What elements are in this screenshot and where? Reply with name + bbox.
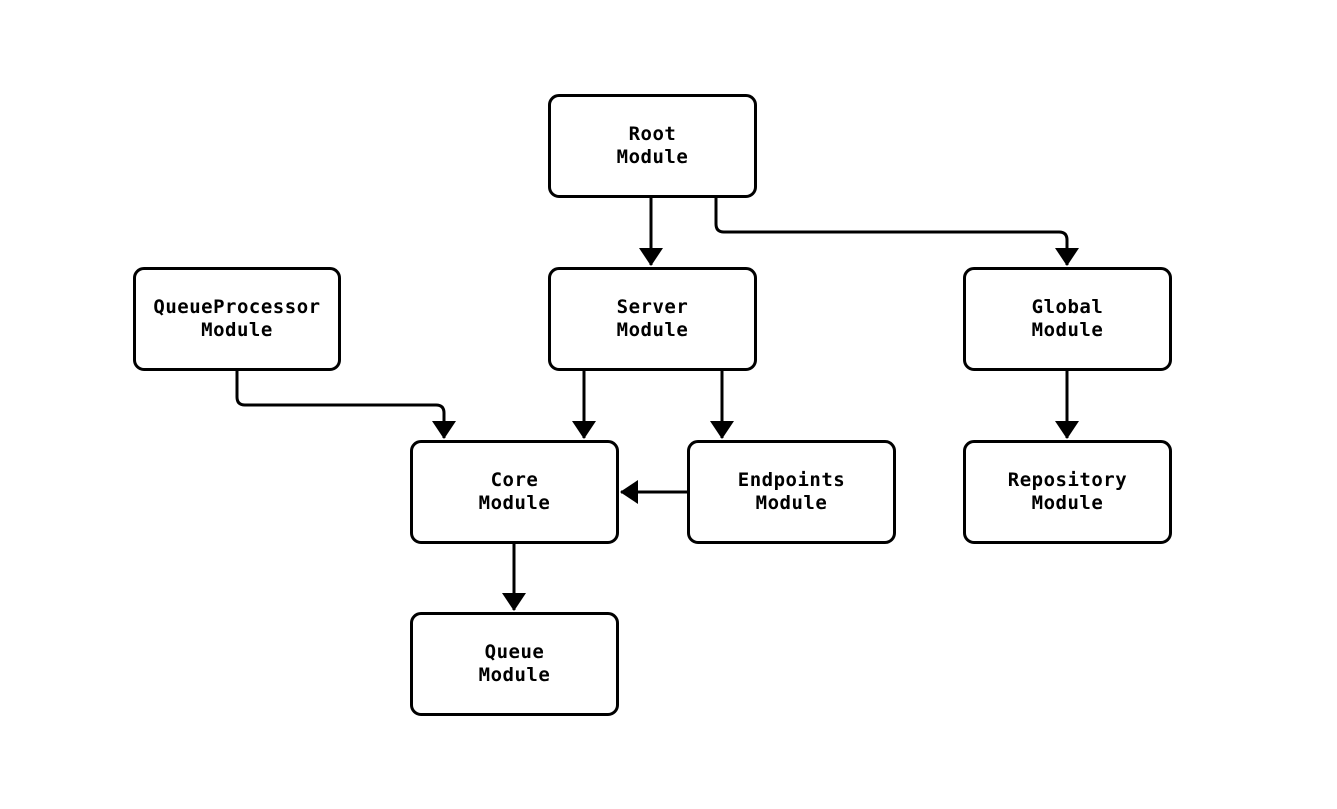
node-queueprocessor-module: QueueProcessor Module xyxy=(133,267,341,371)
node-endpoints-module-label: Endpoints Module xyxy=(737,469,846,514)
node-global-module-label: Global Module xyxy=(1031,296,1104,341)
node-queueprocessor-module-label: QueueProcessor Module xyxy=(153,296,321,341)
node-root-module: Root Module xyxy=(548,94,757,198)
edge-queueprocessor-to-core xyxy=(235,371,456,439)
node-server-module: Server Module xyxy=(548,267,757,371)
node-repository-module: Repository Module xyxy=(963,440,1172,544)
node-server-module-label: Server Module xyxy=(616,296,689,341)
node-queue-module-label: Queue Module xyxy=(478,641,551,686)
node-global-module: Global Module xyxy=(963,267,1172,371)
node-core-module: Core Module xyxy=(410,440,619,544)
node-root-module-label: Root Module xyxy=(616,123,689,168)
edge-root-to-global xyxy=(714,198,1079,266)
node-core-module-label: Core Module xyxy=(478,469,551,514)
node-repository-module-label: Repository Module xyxy=(1007,469,1128,514)
node-queue-module: Queue Module xyxy=(410,612,619,716)
node-endpoints-module: Endpoints Module xyxy=(687,440,896,544)
